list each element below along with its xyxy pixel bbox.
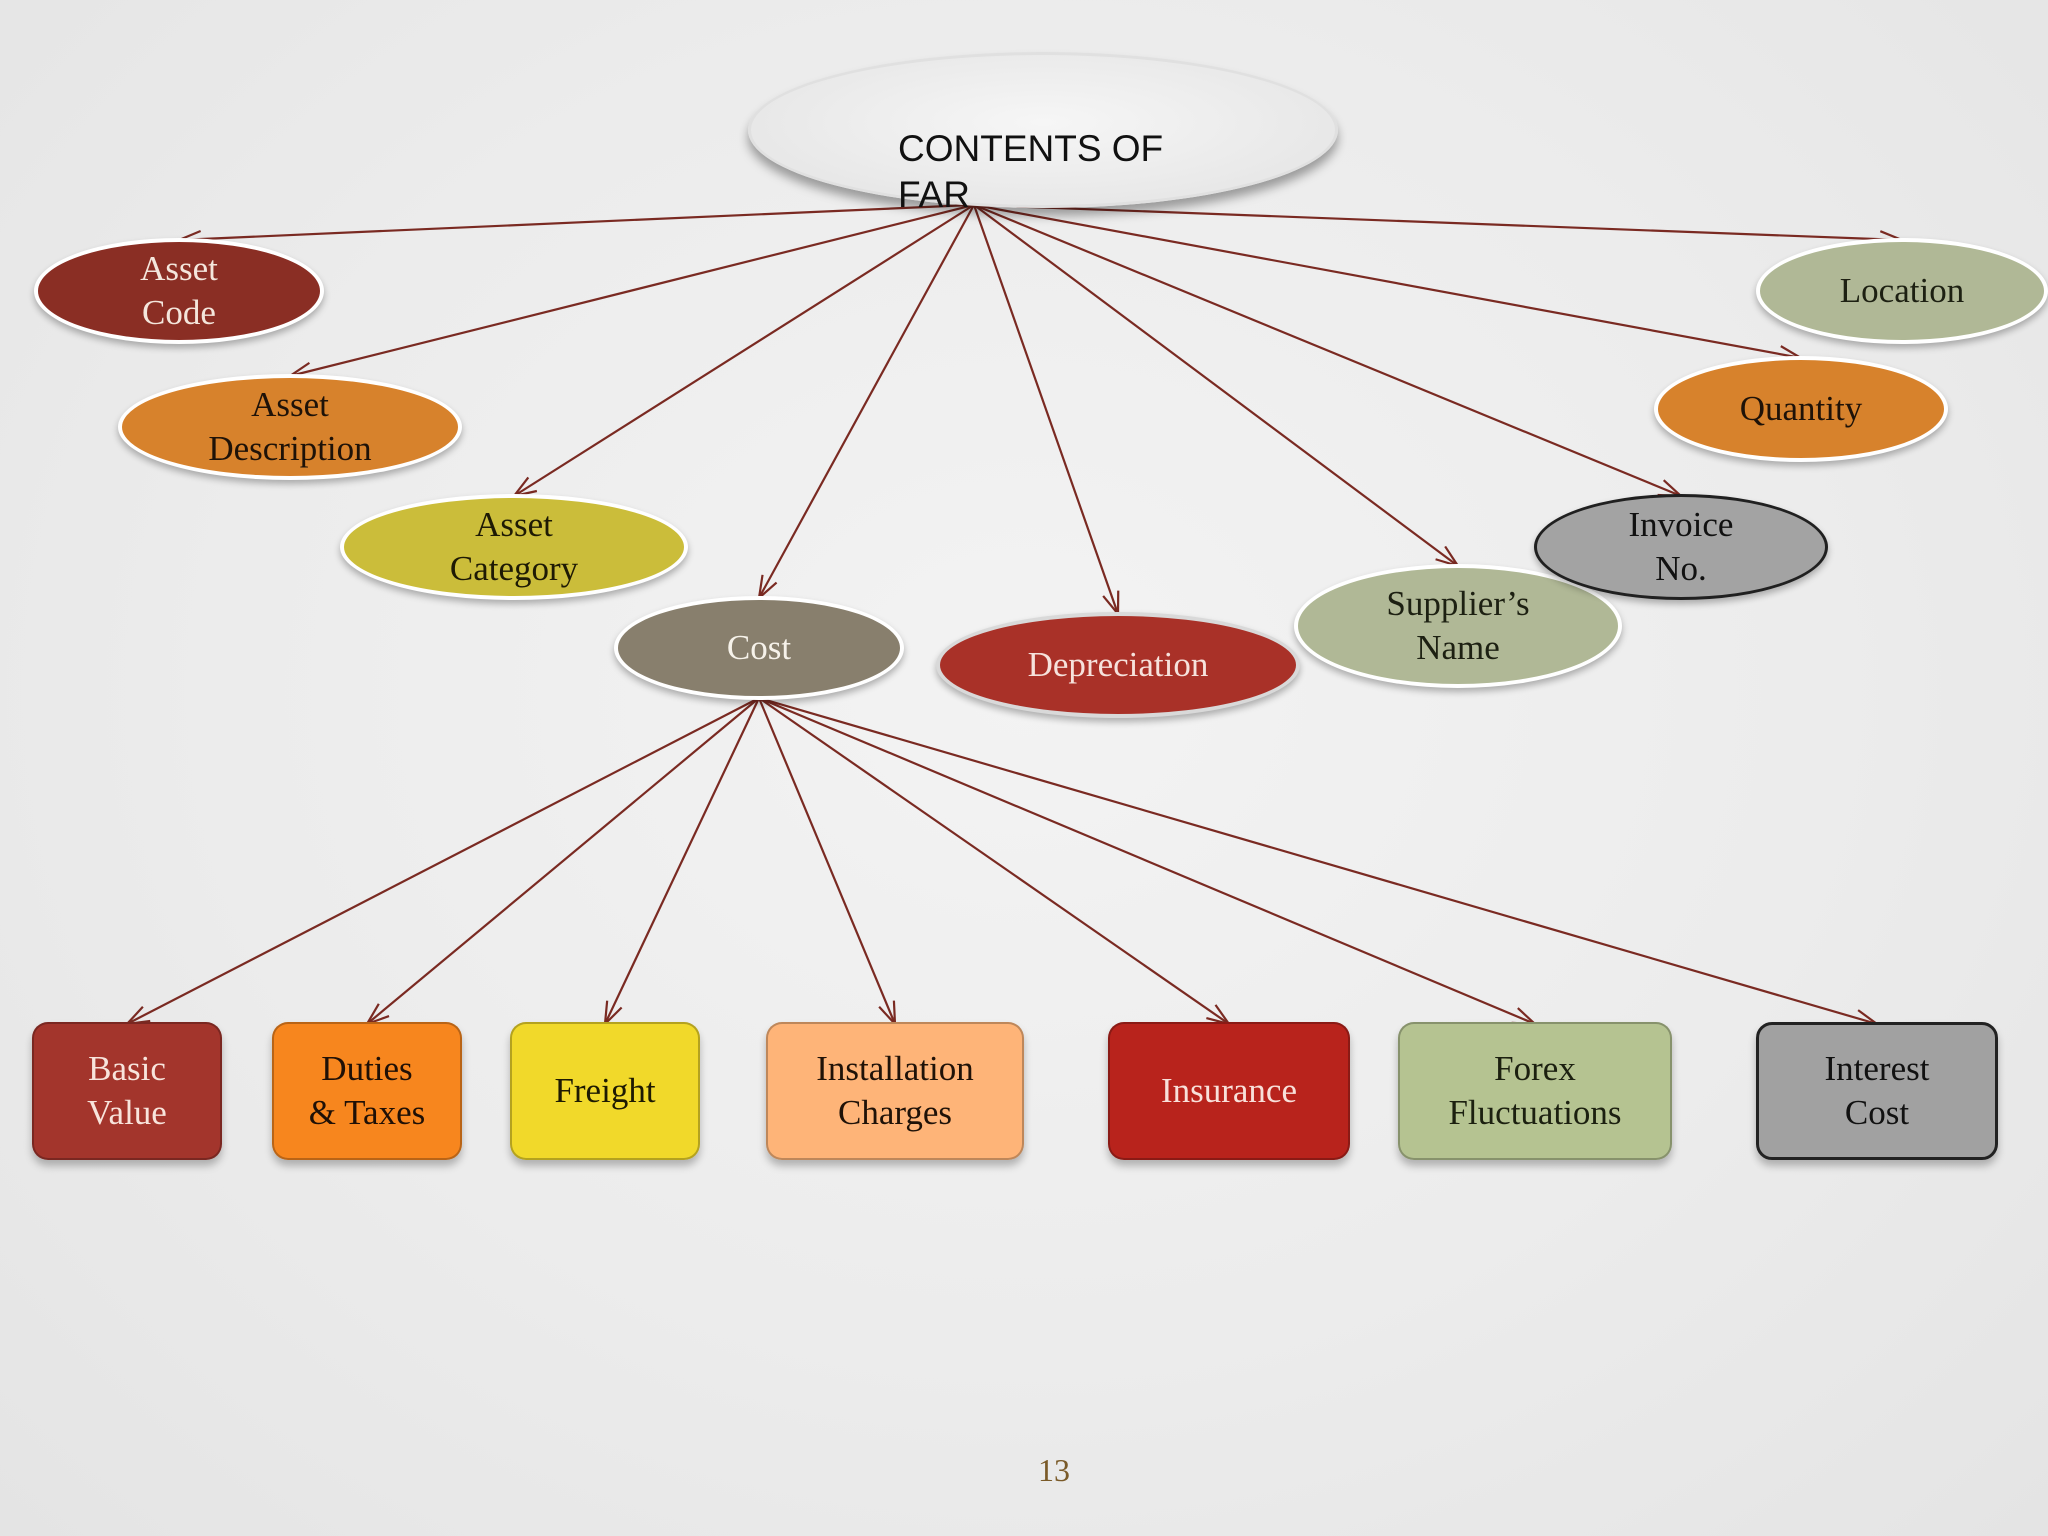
node-suppliers-name: Supplier’s Name bbox=[1294, 564, 1622, 688]
node-label: Location bbox=[1839, 271, 1965, 310]
box-interest-cost: Interest Cost bbox=[1756, 1022, 1998, 1160]
connector-cost-to-basic-value bbox=[127, 697, 760, 1024]
node-location: Location bbox=[1756, 238, 2048, 344]
connector-cost-to-insurance bbox=[758, 697, 1229, 1024]
node-label: Asset Code bbox=[140, 249, 218, 332]
root-ellipse bbox=[748, 52, 1338, 208]
page-number: 13 bbox=[1038, 1452, 1070, 1488]
node-asset-category: Asset Category bbox=[340, 494, 688, 600]
node-label: Asset Description bbox=[208, 385, 372, 468]
box-duties-taxes: Duties & Taxes bbox=[272, 1022, 462, 1160]
node-label: Quantity bbox=[1739, 389, 1863, 428]
connector-root-to-depreciation bbox=[972, 204, 1118, 614]
box-forex-fluctuations: Forex Fluctuations bbox=[1398, 1022, 1672, 1160]
box-freight: Freight bbox=[510, 1022, 700, 1160]
connector-root-to-asset-description bbox=[290, 203, 975, 376]
box-label: Insurance bbox=[1160, 1071, 1298, 1110]
box-label: Duties & Taxes bbox=[308, 1049, 426, 1132]
connector-cost-to-interest-cost bbox=[758, 696, 1877, 1024]
node-label: Asset Category bbox=[449, 505, 579, 588]
node-label: Depreciation bbox=[1027, 645, 1209, 684]
box-label: Forex Fluctuations bbox=[1448, 1049, 1622, 1132]
node-cost: Cost bbox=[614, 596, 904, 700]
connector-root-to-quantity bbox=[973, 203, 1801, 358]
root-title: CONTENTS OF FAR bbox=[898, 128, 1164, 215]
node-quantity: Quantity bbox=[1654, 356, 1948, 462]
node-label: Invoice No. bbox=[1628, 505, 1734, 588]
node-label: Supplier’s Name bbox=[1386, 584, 1530, 667]
box-label: Freight bbox=[554, 1071, 656, 1110]
connector-root-to-asset-code bbox=[179, 203, 975, 240]
box-basic-value: Basic Value bbox=[32, 1022, 222, 1160]
node-invoice-no: Invoice No. bbox=[1534, 494, 1828, 600]
box-label: Interest Cost bbox=[1824, 1049, 1930, 1132]
box-installation-charges: Installation Charges bbox=[766, 1022, 1024, 1160]
connector-root-to-location bbox=[973, 203, 1902, 240]
box-label: Basic Value bbox=[87, 1049, 167, 1132]
connector-cost-to-duties-taxes bbox=[367, 697, 760, 1024]
connector-cost-to-forex-fluctuations bbox=[758, 696, 1535, 1024]
node-label: Cost bbox=[726, 628, 792, 667]
connector-root-to-cost bbox=[759, 204, 975, 598]
node-asset-description: Asset Description bbox=[118, 374, 462, 480]
connector-cost-to-installation-charges bbox=[757, 697, 895, 1024]
connector-root-to-asset-category bbox=[514, 203, 975, 496]
node-depreciation: Depreciation bbox=[936, 612, 1300, 718]
box-insurance: Insurance bbox=[1108, 1022, 1350, 1160]
box-label: Installation Charges bbox=[816, 1049, 974, 1132]
connector-cost-to-freight bbox=[605, 697, 760, 1024]
connector-root-to-suppliers-name bbox=[973, 203, 1458, 566]
node-asset-code: Asset Code bbox=[34, 238, 324, 344]
connector-root-to-invoice-no bbox=[973, 203, 1681, 496]
